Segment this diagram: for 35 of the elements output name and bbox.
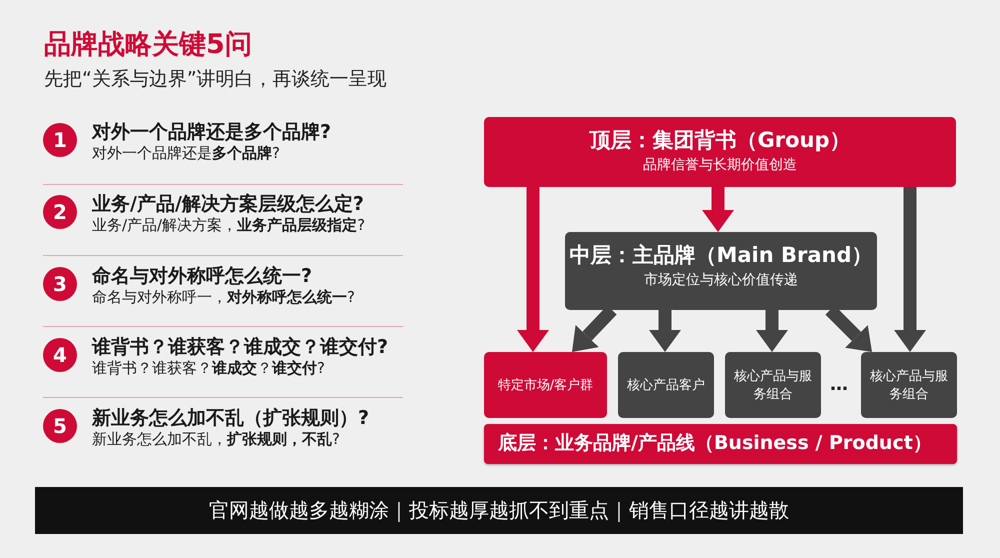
number-badge: 1 [43,123,77,157]
arrow [702,187,734,232]
arrow [756,310,788,352]
question-text: 命名与对外称呼怎么统一? [92,264,312,289]
question-subtext: 业务/产品/解决方案，业务产品层级指定? [92,216,366,235]
box-subtext: 市场定位与核心价值传递 [643,271,799,289]
arrow [517,187,549,352]
tier-band: 底层：业务品牌/产品线（Business / Product） [484,424,957,464]
arrow [649,310,681,352]
tier-box: 核心产品与服务组合 [725,352,821,418]
box-heading: 顶层：集团背书（Group） [588,127,852,154]
subtitle-text: 先把“关系与边界”讲明白，再谈统一呈现 [44,67,387,92]
question-text: 谁背书？谁获客？谁成交？谁交付? [92,335,388,360]
question-subtext: 对外一个品牌还是多个品牌? [92,144,280,163]
tier-box: 特定市场/客户群 [484,352,607,418]
tier-box [484,117,956,187]
banner-bar: 官网越做越多越糊涂｜投标越厚越抓不到重点｜销售口径越讲越散 [35,487,963,534]
tier-box: 核心产品与服务组合 [861,352,957,418]
question-subtext: 命名与对外称呼一，对外称呼怎么统一? [92,288,355,307]
arrow [894,187,926,352]
number-badge: 4 [43,338,77,372]
question-text: 业务/产品/解决方案层级怎么定? [92,192,364,217]
question-subtext: 谁背书？谁获客？谁成交？谁交付? [92,359,325,378]
box-subtext: 品牌信誉与长期价值创造 [642,156,798,174]
number-badge: 3 [43,267,77,301]
question-text: 对外一个品牌还是多个品牌? [92,120,332,145]
question-subtext: 新业务怎么加不乱，扩张规则，不乱? [92,430,340,449]
tier-box: 核心产品客户 [618,352,714,418]
title-text: 品牌战略关键5问 [44,28,252,62]
question-text: 新业务怎么加不乱（扩张规则）? [92,406,370,431]
number-badge: 5 [43,409,77,443]
tier-box [565,232,877,310]
number-badge: 2 [43,195,77,229]
box-heading: 中层：主品牌（Main Brand） [568,242,874,269]
ellipsis-text: … [830,374,848,395]
